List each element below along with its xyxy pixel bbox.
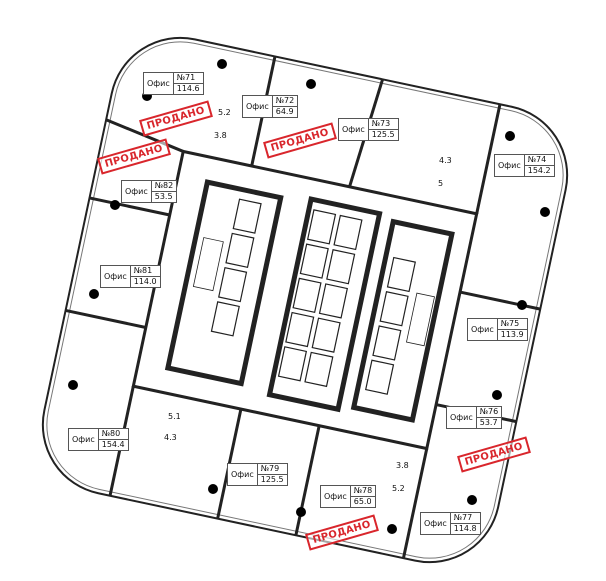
building-outline: [41, 36, 569, 564]
wc-area: 5.2: [218, 108, 231, 117]
wc-area: 5: [438, 179, 444, 188]
wc-area: 5.2: [392, 484, 405, 493]
stairs: [192, 237, 435, 347]
building-core: [164, 179, 455, 423]
wc-area: 5.1: [168, 412, 181, 421]
columns: [68, 59, 550, 534]
wc-area: 3.8: [396, 461, 409, 470]
wc-area: 4.3: [439, 156, 452, 165]
elevator-shafts: [210, 198, 417, 395]
wc-area: 4.3: [164, 433, 177, 442]
wc-area: 3.8: [214, 131, 227, 140]
